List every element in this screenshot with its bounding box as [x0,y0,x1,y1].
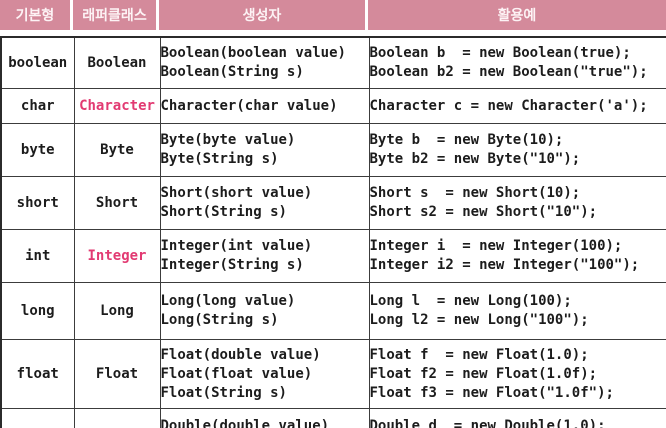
code-line: Character [79,97,155,114]
header-cell-constructor: 생성자 [159,0,368,30]
code-line: Boolean b = new Boolean(true); [369,45,631,61]
code-line: Boolean b2 = new Boolean("true"); [369,64,648,80]
primitive-type-cell: boolean [0,36,75,89]
wrapper-class-cell: Character [73,88,161,124]
code-line: Long [100,302,134,319]
code-line: Integer [87,247,147,264]
usage-example-cell: Double d = new Double(1.0);Double d2 = n… [368,408,666,428]
code-line: Float(float value) [160,365,313,382]
constructor-cell: Short(short value) Short(String s) [159,176,370,230]
table-row: short Short Short(short value) Short(String… [0,176,666,230]
primitive-type-cell: int [0,229,75,283]
usage-example-cell: Long l = new Long(100); Long l2 = new Lon… [368,282,666,340]
header-cell-usage-example: 활용예 [497,7,537,23]
code-line: Byte(String s) [160,151,279,167]
code-line: Short(String s) [160,204,287,220]
code-line: Short s = new Short(10); [369,185,581,201]
code-line: Byte b2 = new Byte("10"); [369,151,581,167]
primitive-type-cell: byte [0,123,75,177]
header-body-gap [0,30,666,36]
usage-example-cell: Character c = new Character('a'); [368,88,666,124]
code-line: Double d = new Double(1.0); [369,418,606,428]
code-line: Boolean(boolean value) [160,45,346,61]
primitive-type-cell: double [0,408,75,428]
usage-example-cell: Float f = new Float(1.0); Float f2 = new … [368,339,666,409]
constructor-cell: Double(double value)Double(String s) [159,408,370,428]
code-line: Boolean [87,54,147,71]
code-line: char [20,97,55,114]
wrapper-class-cell: Long [73,282,161,340]
code-line: short [16,194,59,211]
wrapper-class-cell: Byte [73,123,161,177]
code-line: Short [95,194,139,211]
code-line: Byte b = new Byte(10); [369,132,564,148]
constructor-cell: Integer(int value) Integer(String s) [159,229,370,283]
code-line: Byte(byte value) [160,132,296,148]
primitive-type-cell: float [0,339,75,409]
code-line: Integer i2 = new Integer("100"); [369,257,640,273]
code-line: long [20,302,55,319]
table-header: 기본형 래퍼클래스 생성자 활용예 [0,0,666,30]
code-line: byte [20,141,55,158]
constructor-cell: Float(double value) Float(float value) Flo… [159,339,370,409]
wrapper-class-cell: Double [73,408,161,428]
usage-example-cell: Boolean b = new Boolean(true); Boolean b2… [368,36,666,89]
code-line: Integer(int value) [160,238,313,254]
table-row: int Integer Integer(int value) Integer(Stri… [0,229,666,283]
code-line: Character(char value) [160,97,338,114]
code-line: Short(short value) [160,185,313,201]
code-line: Boolean(String s) [160,64,304,80]
code-line: Byte [100,141,134,158]
wrapper-class-cell: Short [73,176,161,230]
usage-example-cell: Integer i = new Integer(100); Integer i2 … [368,229,666,283]
code-line: float [16,365,59,382]
wrapper-class-cell: Integer [73,229,161,283]
code-line: Integer(String s) [160,257,304,273]
code-line: Short s2 = new Short("10"); [369,204,598,220]
constructor-cell: Byte(byte value) Byte(String s) [159,123,370,177]
wrapper-class-cell: Float [73,339,161,409]
header-cell-wrapper-class: 래퍼클래스 [73,0,159,30]
table-row: doubleDoubleDouble(double value)Double(S… [0,408,666,428]
code-line: Float f2 = new Float(1.0f); [369,365,598,382]
code-line: Double(double value) [160,418,330,428]
code-line: Float f3 = new Float("1.0f"); [369,384,614,401]
constructor-cell: Boolean(boolean value) Boolean(String s) [159,36,370,89]
table-row: char Character Character(char value) Charac… [0,88,666,124]
primitive-type-cell: long [0,282,75,340]
code-line: Long(String s) [160,312,279,328]
code-line: Float f = new Float(1.0); [369,346,589,363]
wrapper-class-cell: Boolean [73,36,161,89]
constructor-cell: Character(char value) [159,88,370,124]
code-line: Float(double value) [160,346,321,363]
code-line: Long l2 = new Long("100"); [369,312,589,328]
primitive-type-cell: char [0,88,75,124]
code-line: Integer i = new Integer(100); [369,238,623,254]
code-line: Long l = new Long(100); [369,293,572,309]
code-line: boolean [8,54,68,71]
code-line: int [25,247,51,264]
primitive-type-cell: short [0,176,75,230]
code-line: Float(String s) [160,384,287,401]
code-line: Character c = new Character('a'); [369,97,648,114]
constructor-cell: Long(long value) Long(String s) [159,282,370,340]
code-line: Float [95,365,139,382]
usage-example-cell: Byte b = new Byte(10); Byte b2 = new Byte… [368,123,666,177]
table-row: float Float Float(double value) Float(float… [0,339,666,409]
code-line: Long(long value) [160,293,296,309]
usage-example-cell: Short s = new Short(10); Short s2 = new S… [368,176,666,230]
header-cell-primitive-type: 기본형 [0,0,73,30]
